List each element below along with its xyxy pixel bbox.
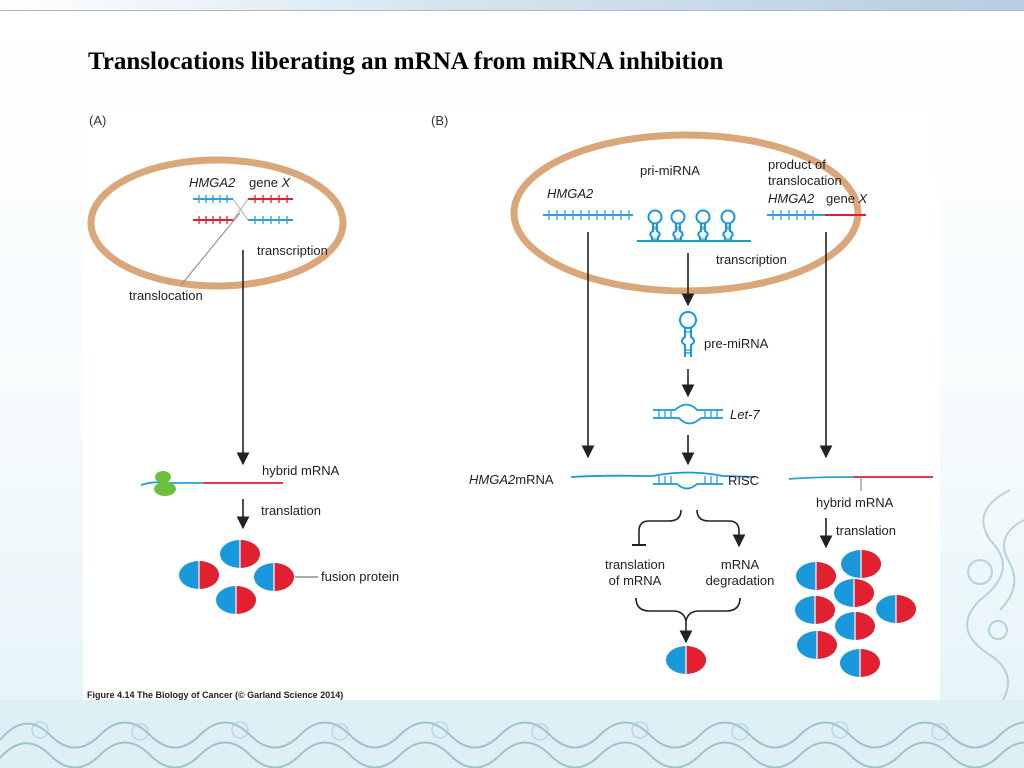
panel-b-degrade-line2: degradation (706, 573, 775, 588)
panel-a-hybrid-mrna-label: hybrid mRNA (262, 463, 340, 478)
panel-b-transcription-label: transcription (716, 252, 787, 267)
figure-caption: Figure 4.14 The Biology of Cancer (© Gar… (87, 690, 343, 700)
panel-b-nucleus (510, 131, 862, 295)
panel-b-hmga2-mrna-label: HMGA2mRNA (469, 472, 554, 487)
panel-b-block-line2: of mRNA (609, 573, 662, 588)
figure-diagram: (A) HMGA2 gene X translocation transcrip… (87, 113, 933, 700)
panel-a-chromosomes (193, 195, 293, 224)
panel-b-product-gene-x: gene X (826, 191, 869, 206)
panel-b-translation-label: translation (836, 523, 896, 538)
panel-b-pri-mirna-label: pri-miRNA (640, 163, 700, 178)
panel-a-translocation-label: translocation (129, 288, 203, 303)
panel-b-let7-label: Let-7 (730, 407, 760, 422)
panel-a-gene-hmga2: HMGA2 (189, 175, 236, 190)
top-accent-bar (0, 0, 1024, 10)
panel-b-pri-mirna-hairpins (637, 209, 751, 242)
panel-b-hmga2-gene (543, 210, 633, 220)
panel-b-product-line2: translocation (768, 173, 842, 188)
figure-panel: (A) HMGA2 gene X translocation transcrip… (83, 107, 940, 706)
panel-a-nucleus (87, 156, 347, 290)
panel-b-product-gene (767, 210, 866, 220)
panel-b-single-protein (665, 645, 707, 675)
top-divider (0, 10, 1024, 11)
panel-b-hybrid-mrna-label: hybrid mRNA (816, 495, 894, 510)
panel-b-risc-branches (632, 509, 746, 548)
panel-a-translocation-pointer (180, 212, 241, 286)
panel-b-pre-mirna-label: pre-miRNA (704, 336, 769, 351)
panel-b-risc-complex (570, 471, 756, 490)
panel-b-product-gene-hmga2: HMGA2 (768, 191, 815, 206)
slide-title: Translocations liberating an mRNA from m… (88, 48, 724, 75)
panel-b-let7-duplex (653, 403, 723, 425)
panel-a-transcription-label: transcription (257, 243, 328, 258)
swirl-ornament (966, 489, 1024, 706)
panel-a-ribosome-icon (154, 471, 176, 496)
panel-b-hmga2-label: HMGA2 (547, 186, 594, 201)
panel-b-label: (B) (431, 113, 448, 128)
panel-a-gene-x: gene X (249, 175, 292, 190)
panel-b-degrade-line1: mRNA (721, 557, 760, 572)
panel-a-label: (A) (89, 113, 106, 128)
panel-b-hybrid-mrna (788, 476, 933, 480)
panel-b-risc-label: RISC (728, 473, 759, 488)
panel-b-product-line1: product of (768, 157, 826, 172)
panel-b-combine-brace (635, 597, 741, 622)
panel-a-fusion-proteins (178, 539, 295, 615)
panel-b-pre-mirna-hairpin (679, 311, 697, 357)
panel-b-block-line1: translation (605, 557, 665, 572)
panel-a-fusion-protein-label: fusion protein (321, 569, 399, 584)
wave-decoration (0, 700, 1024, 768)
panel-a-translation-label: translation (261, 503, 321, 518)
panel-b-fusion-proteins (794, 549, 917, 678)
